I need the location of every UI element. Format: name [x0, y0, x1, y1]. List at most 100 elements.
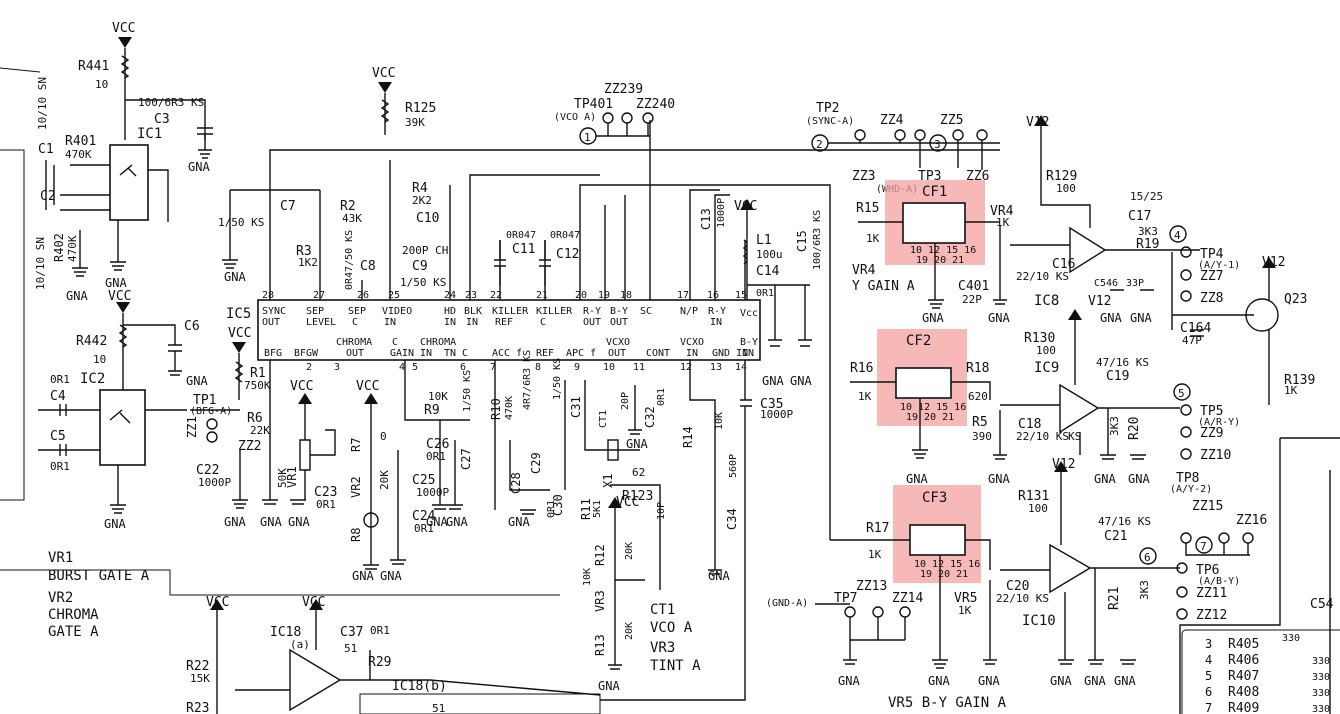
x1-label: X1: [601, 474, 615, 488]
r401-value: 470K: [65, 148, 92, 161]
schematic-text: 22: [490, 290, 502, 301]
vr2-note: VR2: [48, 590, 73, 606]
tp6-signal: (A/B-Y): [1198, 576, 1240, 587]
gna-c7: GNA: [224, 270, 246, 284]
pin-chroma-out: CHROMA: [336, 337, 372, 348]
c29-label: C29: [529, 452, 543, 474]
c30-value: 0R1: [546, 500, 557, 518]
r15-label: R15: [856, 201, 879, 216]
cf2-label: CF2: [906, 333, 931, 349]
r19-label: R19: [1136, 237, 1159, 252]
marker-1: 1: [584, 131, 591, 144]
r4-value: 2K2: [412, 194, 432, 207]
ic18b-label: IC18(b): [392, 679, 447, 694]
schematic-text: 13: [710, 362, 722, 373]
c164-value: 47P: [1182, 334, 1202, 347]
pin-vcxo-in: VCXO: [680, 337, 704, 348]
tp1-label: TP1: [193, 393, 216, 408]
schematic-text: 27: [313, 290, 325, 301]
schematic-text: 17: [677, 290, 689, 301]
pin-by-in: B-Y: [740, 337, 758, 348]
zz1-label: ZZ1: [185, 416, 199, 438]
side-label-a: 10/10 SN: [36, 77, 49, 130]
gna-r6: GNA: [260, 515, 282, 529]
gna-vr1: GNA: [288, 515, 310, 529]
r15-value: 1K: [866, 232, 880, 245]
r405-row: 3 R405 330: [1205, 633, 1300, 652]
gna-ic1b: GNA: [105, 276, 127, 290]
c3-label: C3: [154, 112, 170, 127]
r10-label: R10: [489, 398, 503, 420]
schematic-text: 14: [735, 362, 747, 373]
zz4-label: ZZ4: [880, 113, 904, 128]
r409-label: R409: [1228, 701, 1259, 714]
pin-ry-in: R-Y: [708, 306, 726, 317]
zz239-label: ZZ239: [604, 82, 643, 97]
r20-label: R20: [1127, 417, 1142, 440]
r139-label: R139: [1284, 373, 1315, 388]
pin-bfg: BFG: [264, 348, 282, 359]
gna-cf3: GNA: [928, 674, 950, 688]
v12-ic8: V12: [1026, 115, 1049, 130]
cn-7: 7: [1205, 701, 1212, 714]
c7-label: C7: [280, 199, 296, 214]
schematic-text: 6: [460, 362, 466, 373]
ic18-a-label: (a): [290, 638, 310, 651]
tp5-label: TP5: [1200, 404, 1223, 419]
pin-killer-c: KILLER: [536, 306, 573, 317]
schematic-text: 15: [735, 290, 747, 301]
c30-label: C30: [551, 494, 565, 516]
r5-label: R5: [972, 415, 988, 430]
cf1-label: CF1: [922, 184, 947, 200]
c27-label: C27: [459, 448, 473, 470]
c14-value: 0R1: [756, 288, 774, 299]
r131-label: R131: [1018, 489, 1049, 504]
c546-value: 33P: [1126, 278, 1144, 289]
c2-label: C2: [40, 189, 56, 204]
vr2-note-gate: GATE A: [48, 624, 99, 640]
pin-tnc: TN C: [444, 348, 468, 359]
zz10-label: ZZ10: [1200, 448, 1231, 463]
gna-c22: GNA: [224, 515, 246, 529]
r18-label: R18: [966, 361, 989, 376]
c34-value: 560P: [728, 454, 739, 478]
r1-label: R1: [250, 366, 266, 381]
c8-value: 0R47/50 KS: [344, 230, 355, 290]
c26-label: C26: [426, 437, 449, 452]
pin-gnd-in: GND IN: [712, 348, 748, 359]
c25-value: 1000P: [416, 486, 449, 499]
c5-value: 0R1: [50, 460, 70, 473]
gna-vr2a: GNA: [352, 569, 374, 583]
schematic-text: 10 12 15 16: [910, 245, 976, 256]
gnd-a-label: (GND-A): [766, 598, 808, 609]
c17-label: C17: [1128, 209, 1151, 224]
zz9-label: ZZ9: [1200, 426, 1223, 441]
r29-label: R29: [368, 655, 391, 670]
pin-np: N/P: [680, 306, 698, 317]
gna-ic1: GNA: [188, 160, 210, 174]
pin-video-in: VIDEO: [382, 306, 412, 317]
gna-r14: GNA: [708, 569, 730, 583]
schematic-text: 20: [575, 290, 587, 301]
gna-vr3: GNA: [598, 679, 620, 693]
r1-value: 750K: [244, 379, 271, 392]
r406-label: R406: [1228, 653, 1259, 668]
r17-label: R17: [866, 521, 889, 536]
c13-value: 1000P: [716, 198, 727, 228]
r13-value: 20K: [624, 622, 635, 640]
pin-ref: REF: [536, 348, 554, 359]
schematic-text: 3: [334, 362, 340, 373]
tp8-label: TP8: [1176, 471, 1199, 486]
l1-label: L1: [756, 233, 772, 248]
vr1-value: 50K: [276, 468, 289, 488]
c34-label: C34: [725, 508, 739, 530]
l1-value: 100u: [756, 248, 783, 261]
r23-label: R23: [186, 701, 209, 714]
c23-value: 0R1: [316, 498, 336, 511]
pin-vcc: Vcc: [740, 308, 758, 319]
schematic-text: IN: [466, 317, 478, 328]
c12-value: 0R047: [550, 230, 580, 241]
c54-label: C54: [1310, 597, 1334, 612]
zz3-label: ZZ3: [852, 169, 875, 184]
schematic-text: 7: [490, 362, 496, 373]
